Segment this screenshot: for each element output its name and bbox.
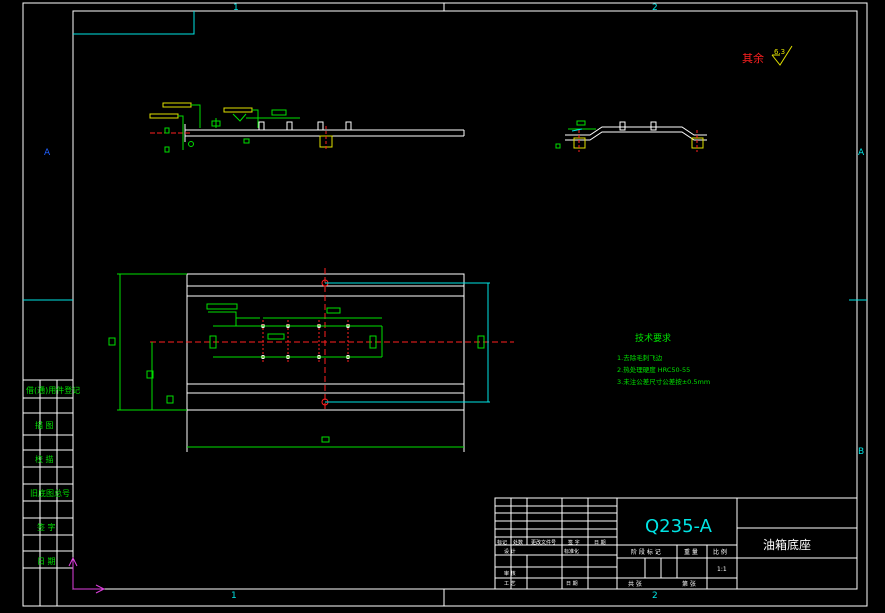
side-row-sign: 签 字 xyxy=(37,522,56,532)
material-text: Q235-A xyxy=(645,516,713,537)
side-row-trace: 描 图 xyxy=(35,420,54,430)
tb-approval: 日 期 xyxy=(566,581,578,587)
inner-border xyxy=(72,10,858,590)
plan-view-drawing xyxy=(108,268,514,452)
tb-header-sign: 签 字 xyxy=(568,539,580,546)
tb-weight: 重 量 xyxy=(684,548,698,556)
zone-mark-right-a: A xyxy=(858,148,865,158)
tb-designer: 设 计 xyxy=(504,548,516,555)
tb-header-mark: 标记 xyxy=(497,539,507,546)
outer-border xyxy=(22,2,868,607)
zone-mark-top-2: 2 xyxy=(652,3,658,13)
code-box xyxy=(73,11,195,35)
tech-req-item-3: 3.未注公差尺寸公差按±0.5mm xyxy=(617,377,710,386)
zone-mark-bottom-2: 2 xyxy=(652,591,658,601)
tb-header-doc: 更改文件号 xyxy=(531,539,556,546)
roughness-value: 6.3 xyxy=(774,48,785,56)
surface-note-text: 其余 xyxy=(742,51,764,65)
tb-header-count: 处数 xyxy=(513,539,523,546)
tech-req-title: 技术要求 xyxy=(635,332,671,344)
zone-mark-bottom-1: 1 xyxy=(231,591,237,601)
tech-req-item-2: 2.热处理硬度 HRC50-55 xyxy=(617,365,690,374)
side-panel: 借(通)用件登记 描 图 校 描 旧底图总号 签 字 日 期 xyxy=(23,379,80,606)
title-block xyxy=(494,497,858,590)
tb-scale: 比 例 xyxy=(713,548,727,556)
tb-sheet-total: 共 张 xyxy=(628,580,642,588)
tb-review: 审 核 xyxy=(504,570,516,577)
tb-process: 工 艺 xyxy=(504,581,516,587)
side-row-date: 日 期 xyxy=(37,557,56,566)
tech-req-item-1: 1.去除毛刺飞边 xyxy=(617,353,663,362)
zone-mark-top-1: 1 xyxy=(233,3,239,13)
side-row-register: 借(通)用件登记 xyxy=(26,385,80,395)
zone-mark-right-b: B xyxy=(858,447,864,457)
tb-stage: 阶 段 标 记 xyxy=(631,548,661,556)
tb-scale-value: 1:1 xyxy=(717,566,727,573)
side-view-drawing xyxy=(149,102,465,153)
side-row-old-number: 旧底图总号 xyxy=(30,488,70,498)
roughness-symbol-icon: 6.3 xyxy=(771,45,793,66)
front-view-drawing xyxy=(555,120,707,152)
tb-sheet-page: 第 张 xyxy=(682,580,696,588)
part-name-text: 油箱底座 xyxy=(763,537,811,552)
tb-standardization: 标准化 xyxy=(564,548,579,555)
ucs-axis-icon xyxy=(68,556,106,594)
tb-header-date: 日 期 xyxy=(594,540,606,546)
side-row-check: 校 描 xyxy=(35,454,54,464)
zone-mark-left-a: A xyxy=(44,148,51,158)
